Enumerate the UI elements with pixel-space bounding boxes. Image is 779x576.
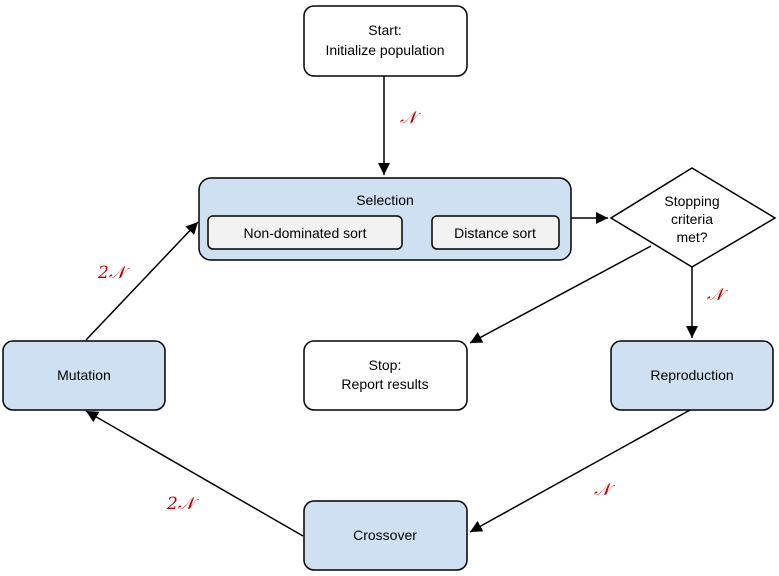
node-start: Start: Initialize population bbox=[303, 5, 468, 77]
edge-label-mutation-selection: 2𝒩 bbox=[97, 263, 131, 283]
crossover-label: Crossover bbox=[353, 527, 417, 543]
stopping-line3: met? bbox=[676, 229, 707, 245]
start-line1: Start: bbox=[368, 22, 401, 38]
edge-mutation-to-selection bbox=[85, 221, 199, 341]
node-crossover: Crossover bbox=[303, 500, 468, 571]
node-stopping-criteria: Stopping criteria met? bbox=[609, 167, 777, 268]
node-stop: Stop: Report results bbox=[303, 340, 468, 411]
node-nondominated-sort: Non-dominated sort bbox=[207, 215, 403, 250]
mutation-label: Mutation bbox=[57, 367, 111, 383]
edge-label-start-selection: 𝒩 bbox=[400, 108, 422, 128]
stopping-line2: criteria bbox=[671, 211, 713, 227]
edge-reproduction-to-crossover bbox=[469, 409, 691, 533]
node-mutation: Mutation bbox=[2, 340, 166, 411]
node-selection: Selection Non-dominated sort Distance so… bbox=[198, 177, 572, 261]
start-line2: Initialize population bbox=[325, 42, 444, 58]
edge-label-reproduction-crossover: 𝒩 bbox=[594, 480, 616, 500]
distance-sort-label: Distance sort bbox=[454, 225, 536, 241]
stopping-line1: Stopping bbox=[664, 193, 719, 209]
nondominated-sort-label: Non-dominated sort bbox=[244, 225, 367, 241]
node-distance-sort: Distance sort bbox=[431, 215, 560, 250]
node-reproduction: Reproduction bbox=[610, 340, 774, 411]
selection-title: Selection bbox=[356, 192, 414, 208]
edge-label-stopping-reproduction: 𝒩 bbox=[707, 285, 729, 305]
stop-line2: Report results bbox=[341, 376, 428, 392]
reproduction-label: Reproduction bbox=[650, 367, 733, 383]
edge-crossover-to-mutation bbox=[85, 410, 304, 537]
stop-line1: Stop: bbox=[369, 357, 402, 373]
edge-stopping-to-stop bbox=[469, 245, 652, 344]
edge-label-crossover-mutation: 2𝒩 bbox=[166, 494, 200, 514]
